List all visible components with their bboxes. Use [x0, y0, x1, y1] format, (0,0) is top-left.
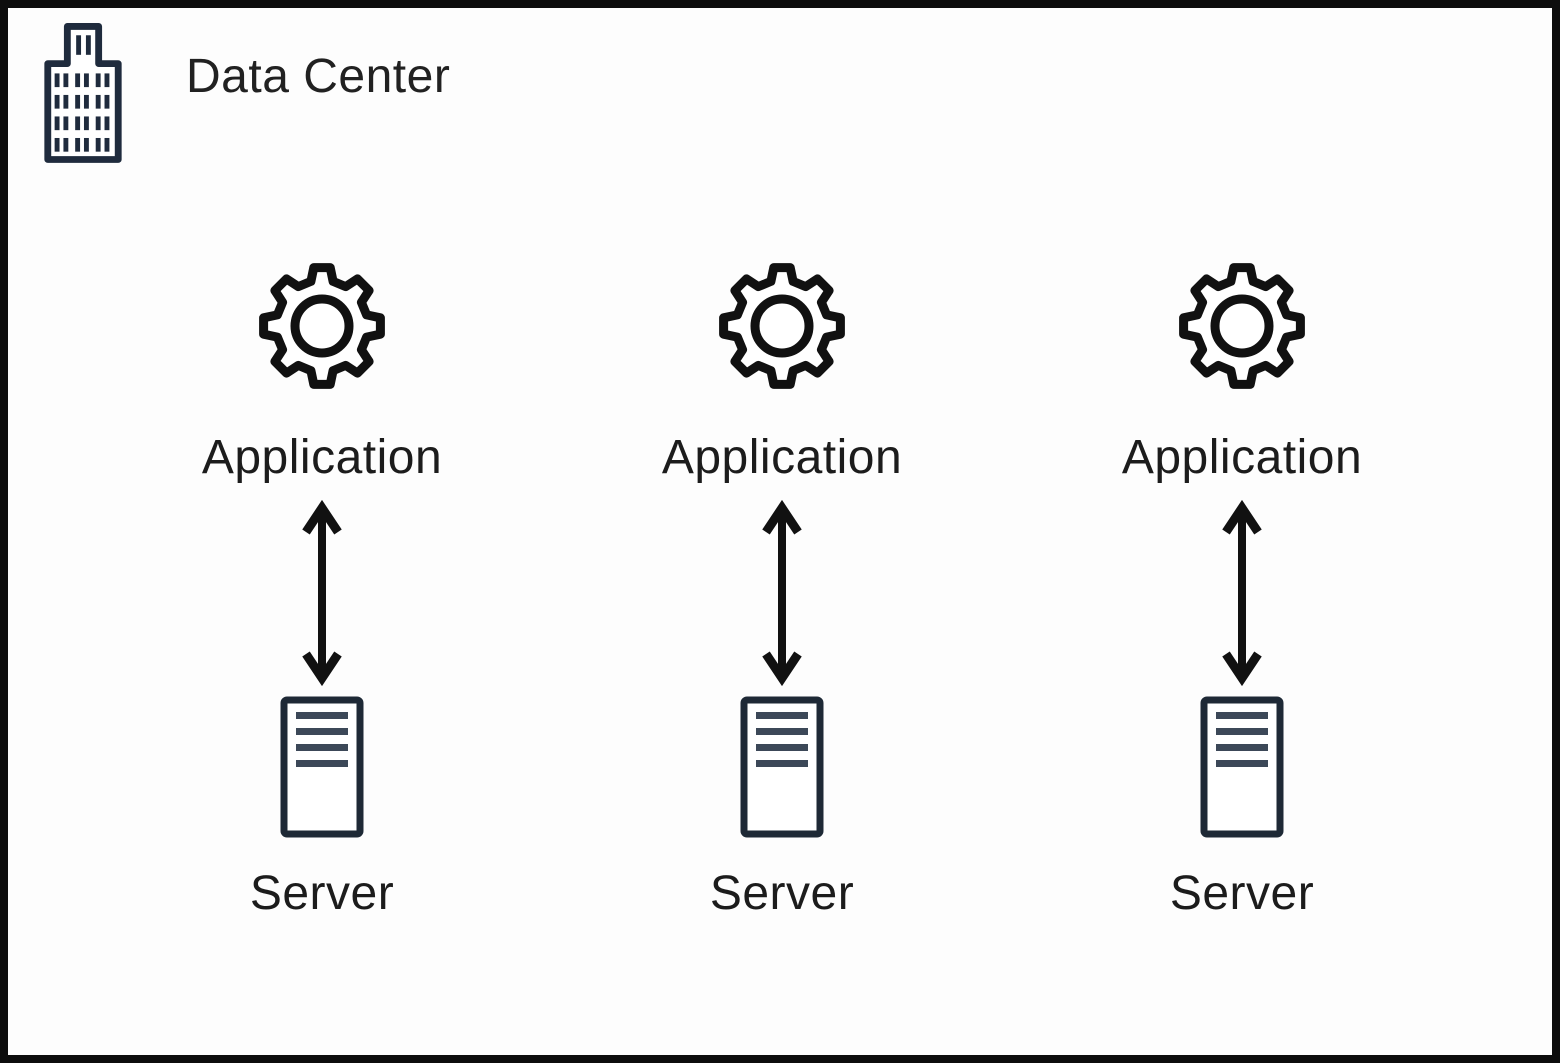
server-icon — [740, 696, 824, 838]
gear-icon — [1179, 263, 1305, 389]
bidirectional-arrow-icon — [1222, 499, 1262, 687]
application-label: Application — [661, 431, 903, 484]
bidirectional-arrow-icon — [302, 499, 342, 687]
server-icon — [1200, 696, 1284, 838]
server-icon — [280, 696, 364, 838]
server-label: Server — [1169, 867, 1315, 920]
application-label: Application — [1121, 431, 1363, 484]
diagram-title: Data Center — [186, 50, 451, 103]
bidirectional-arrow-icon — [762, 499, 802, 687]
app-server-pair-2: Application Server — [552, 260, 1012, 922]
application-label: Application — [201, 431, 443, 484]
server-label: Server — [709, 867, 855, 920]
pairs-row: Application Server — [92, 260, 1472, 922]
gear-icon — [259, 263, 385, 389]
diagram-header: Data Center — [38, 18, 450, 166]
gear-icon — [719, 263, 845, 389]
building-icon — [44, 23, 122, 163]
app-server-pair-3: Application Server — [1012, 260, 1472, 922]
app-server-pair-1: Application Server — [92, 260, 552, 922]
server-label: Server — [249, 867, 395, 920]
